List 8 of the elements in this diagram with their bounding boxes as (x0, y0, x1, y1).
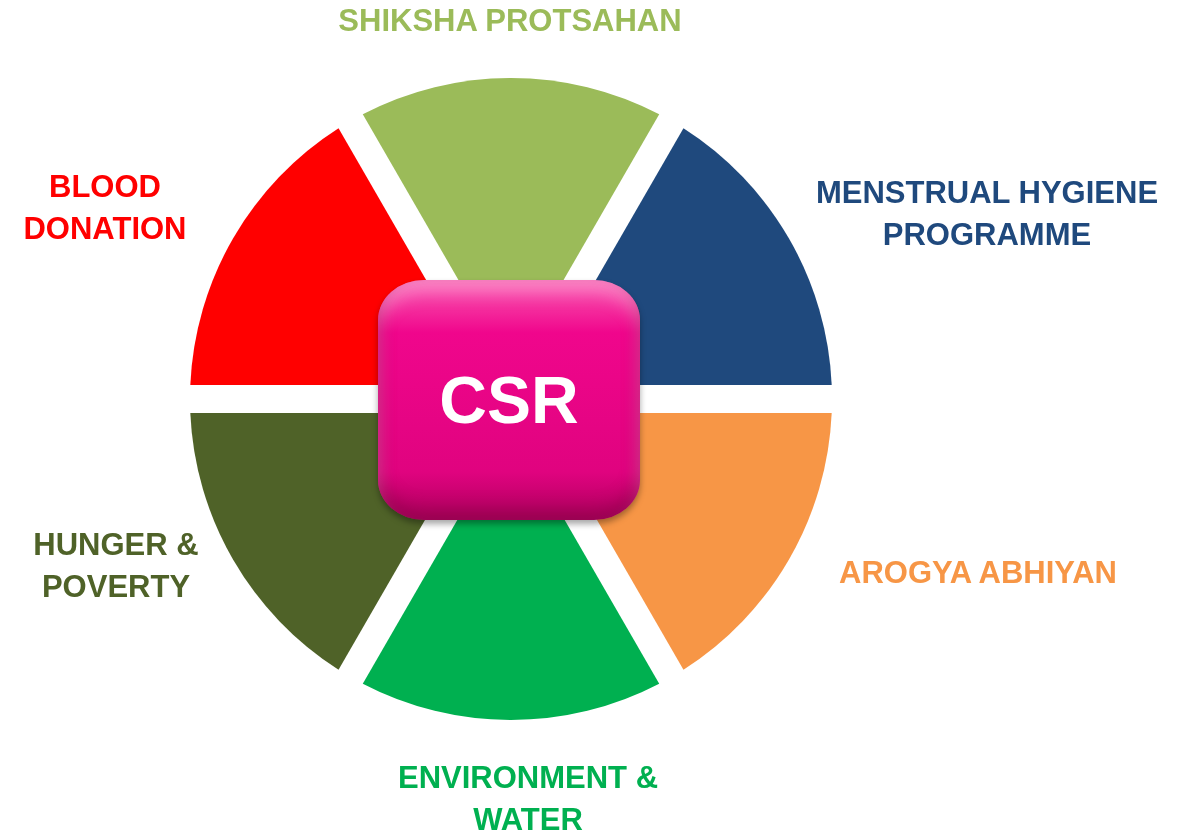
sector-label: MENSTRUAL HYGIENE PROGRAMME (814, 174, 1160, 254)
sector-label: HUNGER & POVERTY (32, 526, 200, 606)
hub-title: CSR (439, 362, 579, 438)
sector-label: SHIKSHA PROTSAHAN (337, 2, 683, 40)
sector-label: ENVIRONMENT & WATER (396, 759, 660, 838)
sector-label: BLOOD DONATION (22, 168, 188, 248)
sector-label: AROGYA ABHIYAN (838, 554, 1118, 592)
center-hub-box (378, 280, 640, 520)
